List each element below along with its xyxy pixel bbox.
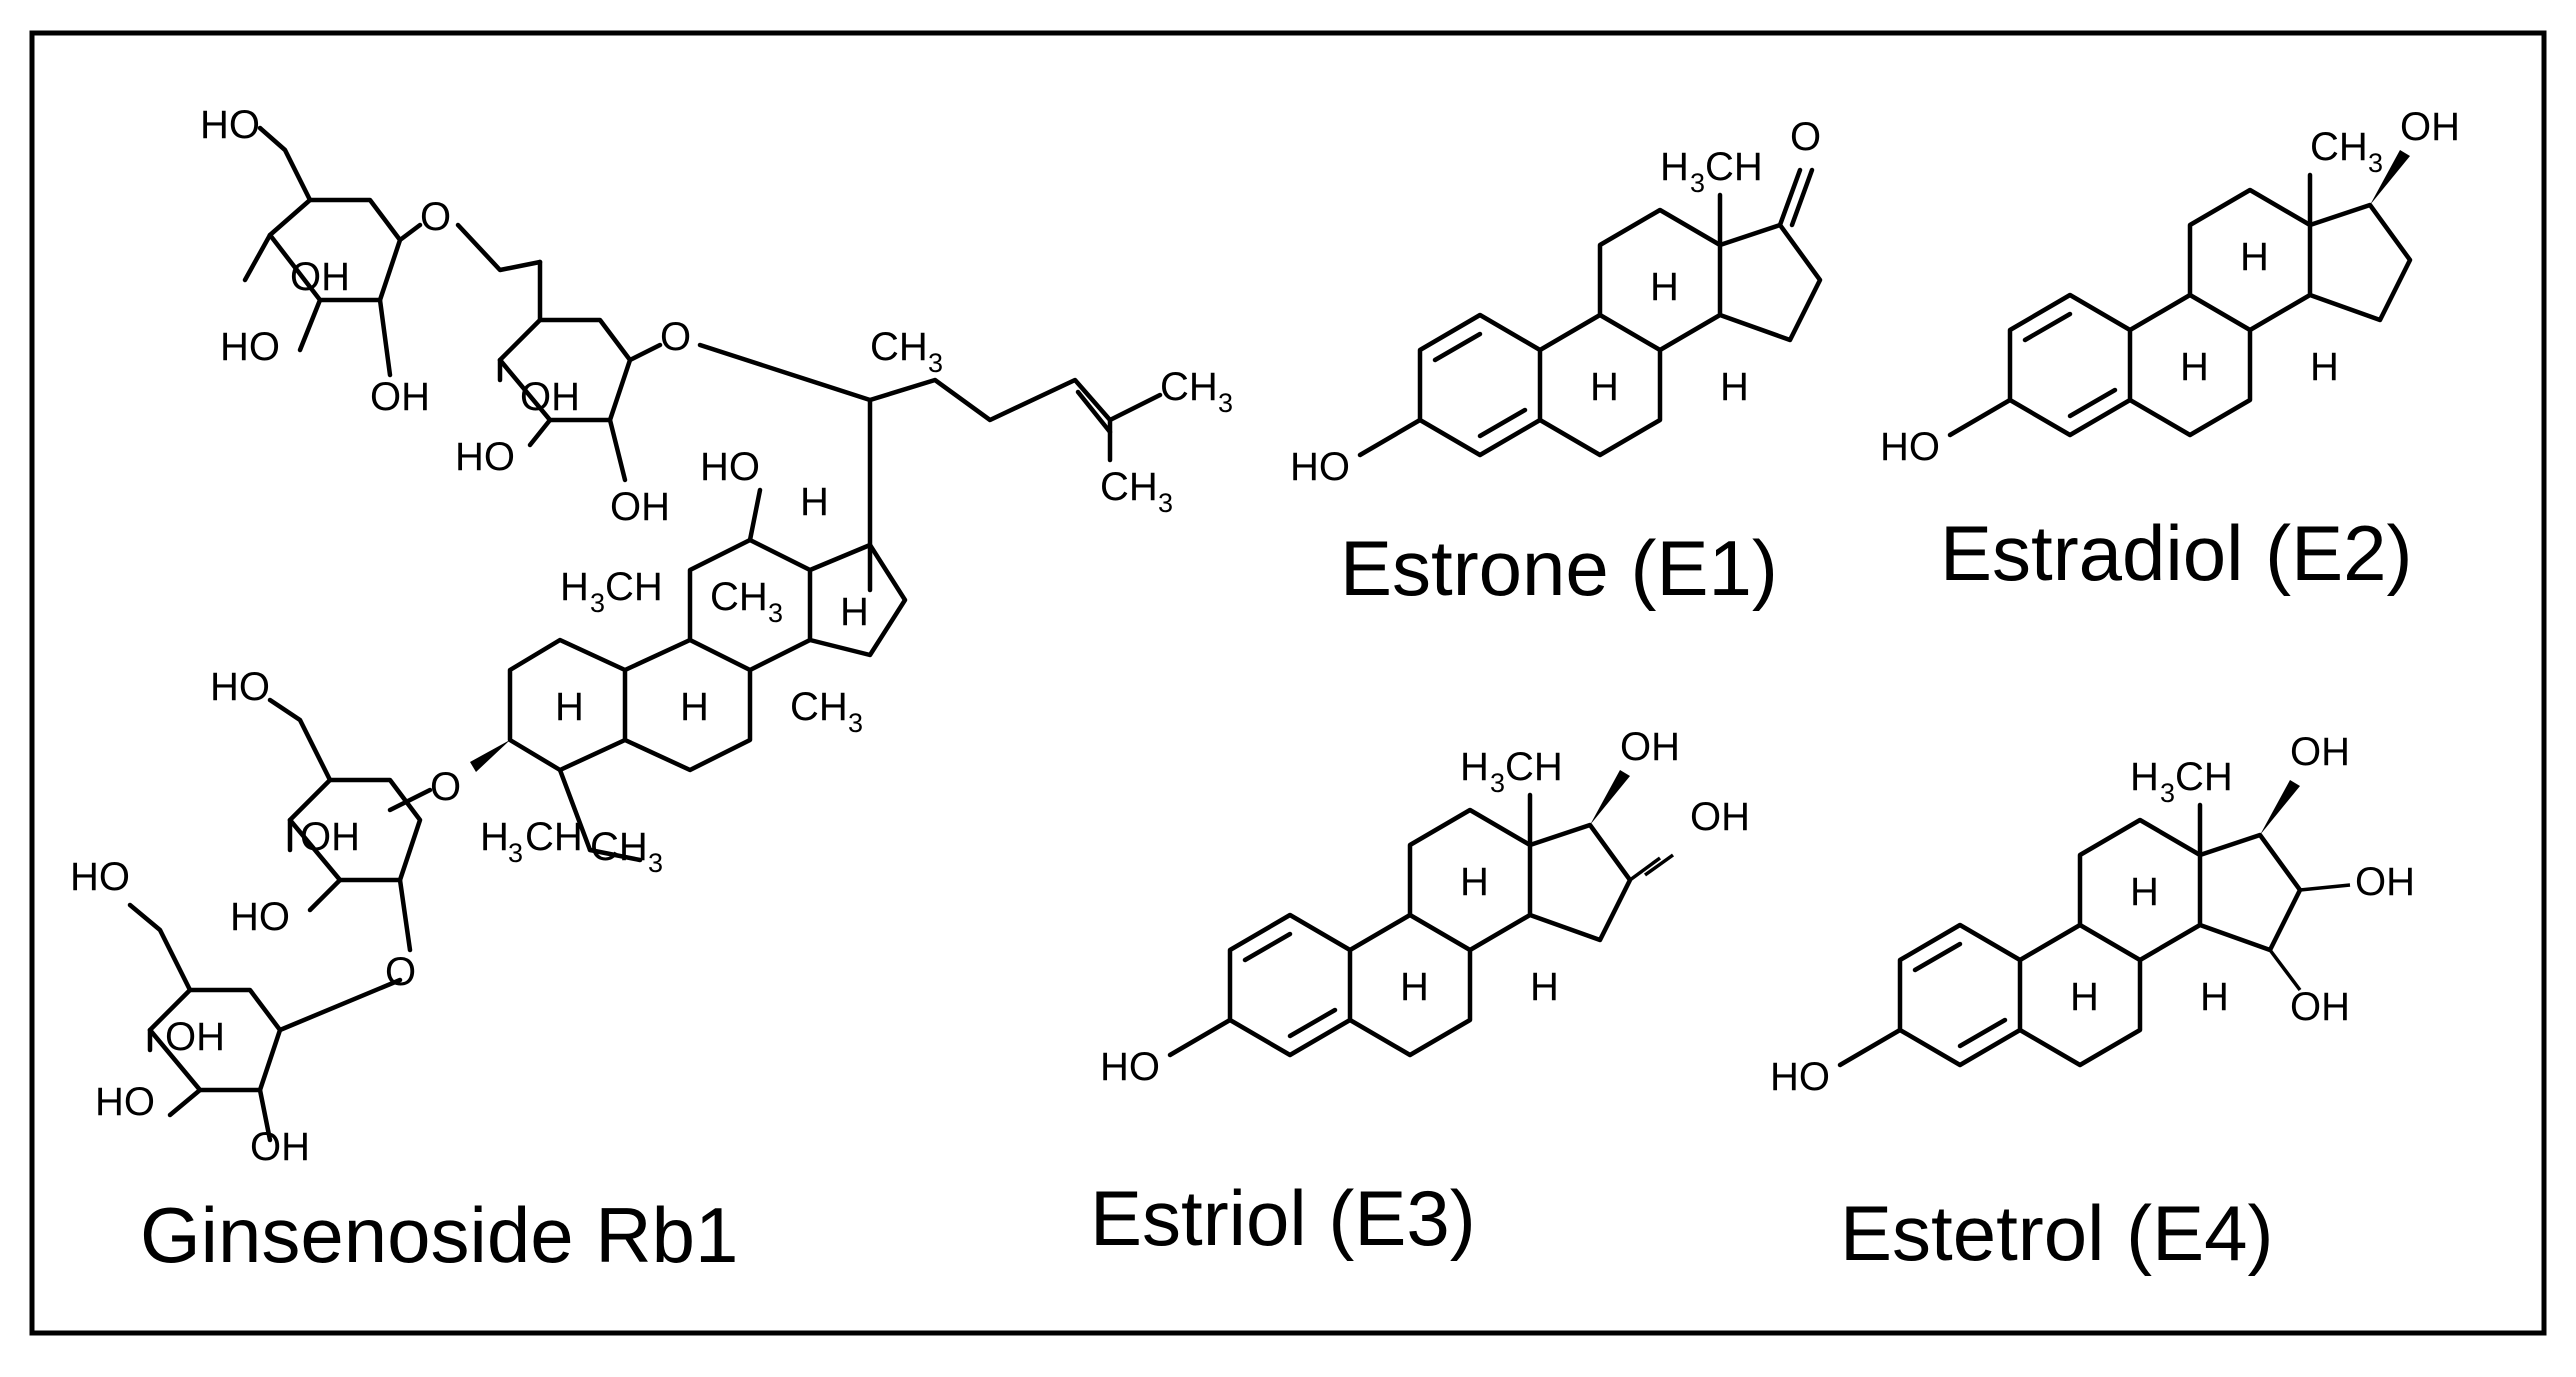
caption-estriol: Estriol (E3) (1090, 1174, 1476, 1262)
atom-label: OH (300, 815, 360, 859)
atom-label: H (1590, 365, 1619, 409)
atom-label: OH (2290, 985, 2350, 1029)
atom-label: H (1720, 365, 1749, 409)
atom-label: OH (290, 255, 350, 299)
atom-label: CH (605, 565, 663, 609)
atom-label: O (420, 195, 451, 239)
atom-label: CH (1100, 465, 1158, 509)
atom-label: HO (220, 325, 280, 369)
atom-label: OH (165, 1015, 225, 1059)
atom-label: CH (790, 685, 848, 729)
molecule-estetrol: OH OH OH H 3 CH H H H HO Estetrol (E4) (1770, 730, 2415, 1277)
caption-estrone: Estrone (E1) (1340, 524, 1778, 612)
atom-label: HO (200, 103, 260, 147)
atom-label: HO (1290, 445, 1350, 489)
molecule-ginsenoside-rb1: HO O OH HO OH O OH HO OH CH 3 CH 3 CH 3 … (70, 103, 1233, 1279)
subscript: 3 (848, 708, 863, 738)
atom-label: H (1400, 965, 1429, 1009)
atom-label: H (2180, 345, 2209, 389)
atom-label: CH (525, 815, 583, 859)
atom-label: HO (1880, 425, 1940, 469)
atom-label: HO (210, 665, 270, 709)
atom-label: CH (1505, 745, 1563, 789)
atom-label: HO (1770, 1055, 1830, 1099)
atom-label: HO (700, 445, 760, 489)
atom-label: HO (455, 435, 515, 479)
caption-estetrol: Estetrol (E4) (1840, 1189, 2273, 1277)
subscript: 3 (648, 848, 663, 878)
molecule-estradiol: OH CH 3 H H H HO Estradiol (E2) (1880, 105, 2460, 597)
atom-label: OH (2355, 860, 2415, 904)
atom-label: H (1530, 965, 1559, 1009)
atom-label: CH (590, 825, 648, 869)
atom-label: OH (520, 375, 580, 419)
atom-label: O (430, 765, 461, 809)
subscript: 3 (2160, 778, 2175, 808)
atom-label: O (385, 950, 416, 994)
atom-label: H (1460, 860, 1489, 904)
molecule-estrone: O H 3 CH H H H HO Estrone (E1) (1290, 115, 1823, 612)
atom-label: H (2130, 870, 2159, 914)
atom-label: O (660, 315, 691, 359)
atom-label: OH (1620, 725, 1680, 769)
figure-frame (29, 30, 2547, 1336)
molecule-estriol: OH OH H 3 CH H H H HO Estriol (E3) (1090, 725, 1750, 1262)
atom-label: H (1460, 745, 1489, 789)
subscript: 3 (1158, 488, 1173, 518)
atom-label: H (480, 815, 509, 859)
atom-label: CH (870, 325, 928, 369)
atom-label: HO (95, 1080, 155, 1124)
atom-label: H (800, 480, 829, 524)
atom-label: CH (1705, 145, 1763, 189)
atom-label: CH (2310, 125, 2368, 169)
atom-label: H (560, 565, 589, 609)
atom-label: H (555, 685, 584, 729)
atom-label: H (2200, 975, 2229, 1019)
atom-label: HO (70, 855, 130, 899)
atom-label: OH (2290, 730, 2350, 774)
atom-label: H (2310, 345, 2339, 389)
atom-label: H (2130, 755, 2159, 799)
atom-label: O (1790, 115, 1821, 159)
subscript: 3 (1690, 168, 1705, 198)
atom-label: CH (710, 575, 768, 619)
atom-label: OH (2400, 105, 2460, 149)
atom-label: HO (230, 895, 290, 939)
subscript: 3 (2368, 148, 2383, 178)
subscript: 3 (928, 348, 943, 378)
atom-label: OH (610, 485, 670, 529)
subscript: 3 (508, 838, 523, 868)
atom-label: H (2070, 975, 2099, 1019)
subscript: 3 (1490, 768, 1505, 798)
atom-label: H (680, 685, 709, 729)
subscript: 3 (768, 598, 783, 628)
atom-label: H (1650, 265, 1679, 309)
subscript: 3 (1218, 388, 1233, 418)
atom-label: H (1660, 145, 1689, 189)
atom-label: HO (1100, 1045, 1160, 1089)
atom-label: H (840, 590, 869, 634)
caption-ginsenoside-rb1: Ginsenoside Rb1 (140, 1191, 738, 1279)
caption-estradiol: Estradiol (E2) (1940, 509, 2413, 597)
atom-label: H (2240, 235, 2269, 279)
atom-label: OH (1690, 795, 1750, 839)
atom-label: CH (1160, 365, 1218, 409)
subscript: 3 (590, 588, 605, 618)
atom-label: CH (2175, 755, 2233, 799)
atom-label: OH (370, 375, 430, 419)
atom-label: OH (250, 1125, 310, 1169)
